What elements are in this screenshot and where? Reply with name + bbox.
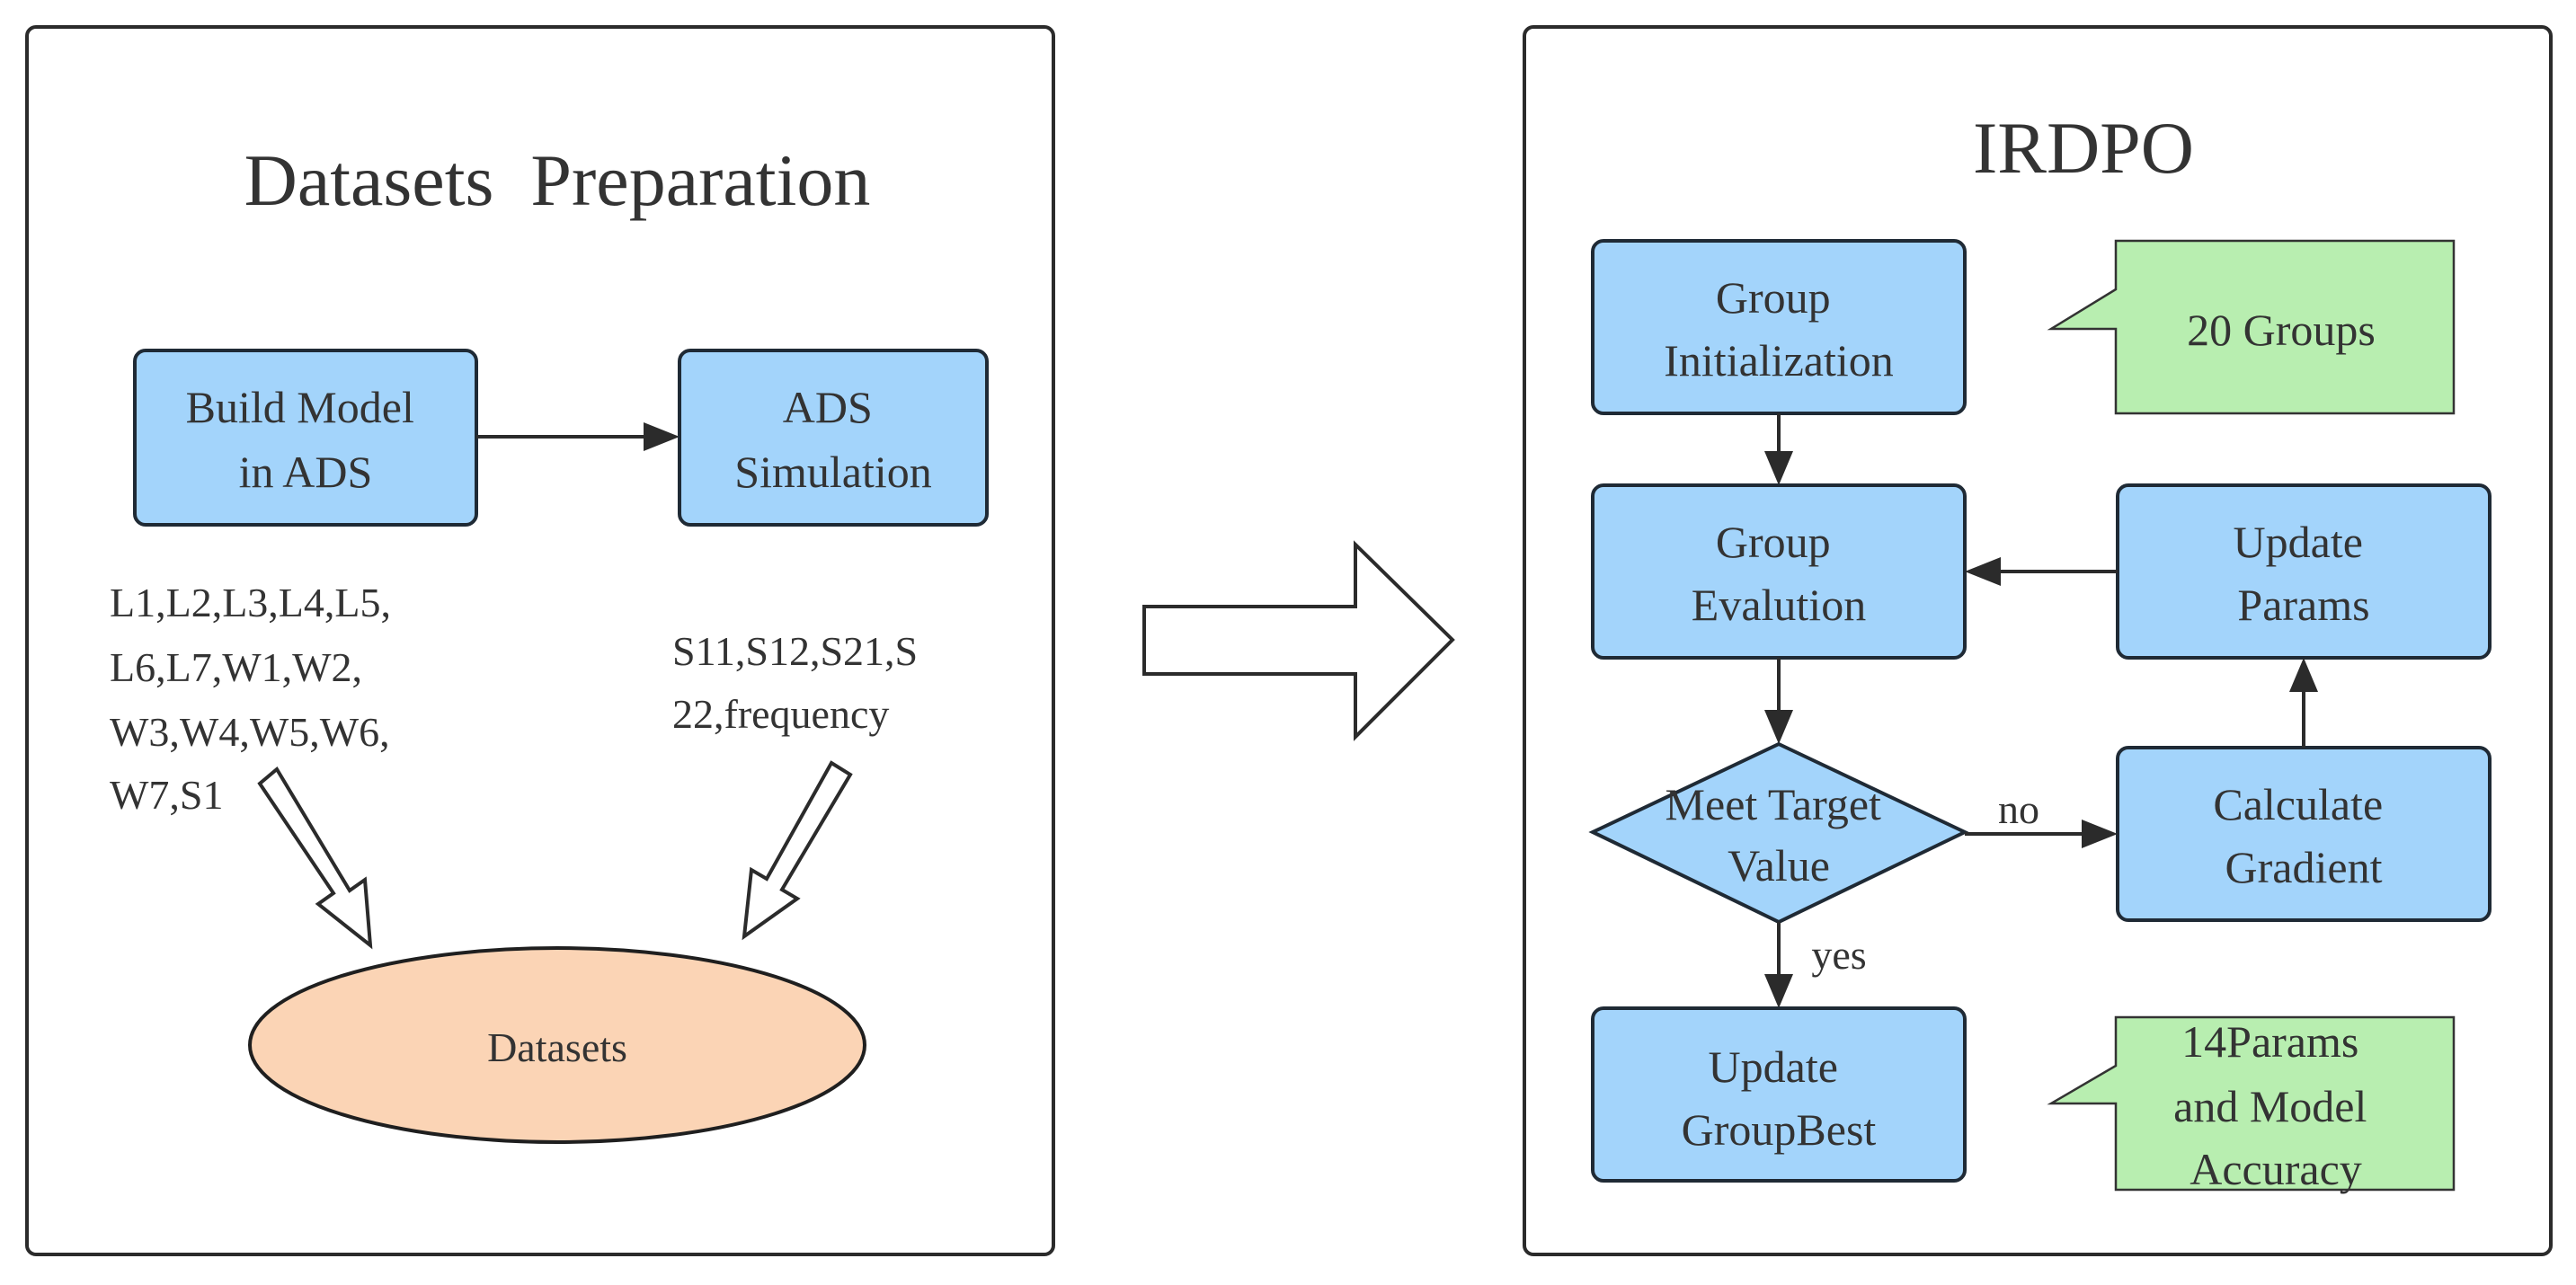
group-initialization-box[interactable]: Group Initialization — [1591, 239, 1967, 415]
svg-text:Group Initialization: Group Initialization — [1664, 272, 1893, 386]
label-no: no — [1998, 786, 2039, 832]
svg-text:Update Params: Update Params — [2234, 517, 2375, 630]
arrow-build-to-simulation — [476, 422, 680, 451]
arrow-decision-yes: yes — [1764, 922, 1867, 1008]
ads-simulation-box[interactable]: ADS Simulation — [678, 349, 989, 527]
ads-simulation-line-2: Simulation — [734, 447, 931, 497]
build-model-line-2: in ADS — [239, 447, 373, 497]
note-20-groups: 20 Groups — [2047, 239, 2456, 415]
arrow-eval-to-decision — [1764, 658, 1793, 744]
s-params-text: S11,S12,S21,S 22,frequency — [672, 628, 928, 737]
arrow-decision-no: no — [1965, 786, 2118, 848]
update-params-box[interactable]: Update Params — [2116, 483, 2492, 660]
irdpo-panel: IRDPO Group Initialization 20 Groups Gro… — [1523, 25, 2553, 1256]
datasets-ellipse[interactable]: Datasets — [248, 946, 866, 1144]
svg-text:20 Groups: 20 Groups — [2187, 305, 2376, 355]
datasets-preparation-panel: Datasets Preparation Build Model in ADS … — [25, 25, 1055, 1256]
calculate-gradient-box[interactable]: Calculate Gradient — [2116, 746, 2492, 922]
arrow-init-to-eval — [1764, 413, 1793, 485]
svg-text:14Params and Model: 14Params and Model Accuracy — [2173, 1016, 2378, 1194]
group-evaluation-box[interactable]: Group Evalution — [1591, 483, 1967, 660]
hollow-arrow-sparams-to-datasets — [742, 760, 853, 941]
ads-simulation-line-1: ADS — [783, 382, 873, 432]
svg-text:Build Model in ADS: Build Model in ADS — [186, 382, 426, 497]
panel-title-datasets-preparation: Datasets Preparation — [244, 139, 871, 221]
svg-text:ADS Simulation: ADS Simulation — [734, 382, 931, 497]
hollow-arrow-params-to-datasets — [257, 766, 373, 950]
svg-text:Group Evalution: Group Evalution — [1692, 517, 1866, 630]
update-groupbest-box[interactable]: Update GroupBest — [1591, 1006, 1967, 1183]
panel-title-irdpo: IRDPO — [1973, 107, 2194, 189]
svg-text:Update GroupBest: Update GroupBest — [1682, 1041, 1877, 1155]
build-model-box[interactable]: Build Model in ADS — [133, 349, 478, 527]
meet-target-decision[interactable]: Meet Target Value — [1588, 741, 1969, 925]
arrow-params-to-eval — [1965, 557, 2118, 586]
model-params-text: L1,L2,L3,L4,L5, L6,L7,W1,W2, W3,W4,W5,W6… — [110, 580, 402, 818]
panel-transition-arrow — [1142, 540, 1455, 741]
label-yes: yes — [1811, 932, 1866, 978]
svg-text:Calculate Gradient: Calculate Gradient — [2213, 779, 2394, 892]
svg-text:Meet Target Value: Meet Target Value — [1666, 779, 1893, 891]
datasets-label: Datasets — [487, 1024, 627, 1070]
build-model-line-1: Build Model — [186, 382, 414, 432]
arrow-calc-to-params — [2289, 658, 2318, 748]
note-params-accuracy: 14Params and Model Accuracy — [2047, 1015, 2456, 1194]
